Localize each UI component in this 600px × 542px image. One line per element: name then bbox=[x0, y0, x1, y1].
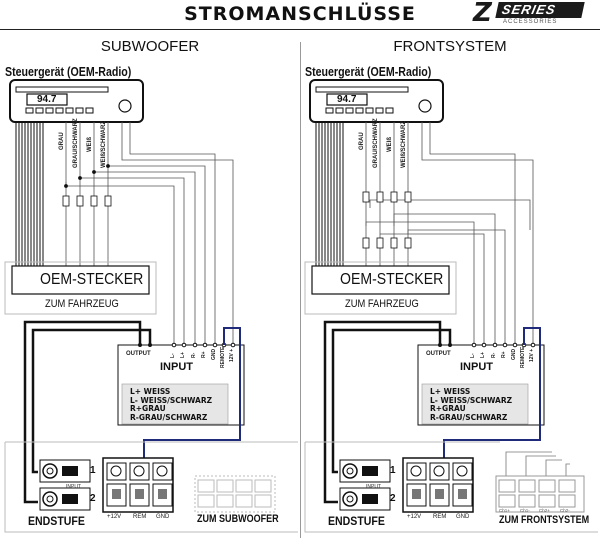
zseries-logo: Z SERIES ACCESSORIES bbox=[473, 0, 585, 28]
channel-1-label: 1 bbox=[390, 465, 396, 476]
wire-harness bbox=[15, 122, 44, 266]
pin-remote: REMOTE bbox=[220, 346, 226, 368]
oem-connector-title: OEM-STECKER bbox=[340, 271, 444, 288]
signal-wires bbox=[365, 122, 534, 345]
wire-label-weiss: WEIß bbox=[87, 137, 93, 152]
head-unit bbox=[309, 79, 444, 123]
pin-gnd: GND bbox=[511, 348, 517, 360]
output-cables bbox=[323, 320, 452, 504]
legend-line: R-GRAU/SCHWARZ bbox=[430, 412, 508, 422]
rca-input-label: INPUT bbox=[366, 484, 381, 490]
pin-r-plus: R+ bbox=[501, 351, 507, 358]
radio-label: Steuergerät (OEM-Radio) bbox=[305, 65, 432, 79]
terminal-12v-label: +12V bbox=[107, 514, 122, 520]
wire-label-weiss-schwarz: WEIß/SCHWARZ bbox=[401, 121, 407, 168]
pin-12v: 12V + bbox=[529, 348, 535, 362]
speaker-terminals-ghost bbox=[194, 475, 276, 513]
pin-l-minus: L- bbox=[170, 353, 176, 358]
radio-label: Steuergerät (OEM-Radio) bbox=[5, 65, 132, 79]
pin-12v: 12V + bbox=[229, 348, 235, 362]
remote-wire bbox=[443, 327, 541, 474]
pin-l-plus: L+ bbox=[180, 352, 186, 358]
legend-line: L- WEISS/SCHWARZ bbox=[130, 395, 213, 405]
pin-r-plus: R+ bbox=[201, 351, 207, 358]
amplifier bbox=[304, 441, 598, 533]
amp-input-box bbox=[117, 342, 245, 426]
legend-line: R-GRAU/SCHWARZ bbox=[130, 412, 208, 422]
oem-connector-sub: ZUM FAHRZEUG bbox=[345, 298, 419, 310]
terminal-rem-label: REM bbox=[433, 514, 447, 520]
pin-gnd: GND bbox=[211, 348, 217, 360]
terminal-gnd-label: GND bbox=[456, 514, 470, 520]
radio-frequency: 94.7 bbox=[37, 94, 57, 105]
subwoofer-wiring-diagram bbox=[4, 79, 298, 533]
output-label: OUTPUT bbox=[426, 351, 451, 357]
panel-divider bbox=[300, 42, 301, 538]
logo-accessories: ACCESSORIES bbox=[503, 19, 558, 25]
speaker-lead-wires bbox=[505, 451, 570, 478]
amp-input-box bbox=[417, 342, 545, 426]
oem-connector bbox=[304, 261, 457, 315]
oem-connector-title: OEM-STECKER bbox=[40, 271, 144, 288]
terminal-rem-label: REM bbox=[133, 514, 147, 520]
tap-connectors bbox=[62, 164, 112, 207]
pin-r-minus: R- bbox=[491, 352, 497, 358]
oem-connector bbox=[4, 261, 157, 315]
amplifier-label: ENDSTUFE bbox=[328, 514, 385, 528]
header: STROMANSCHLÜSSE Z SERIES ACCESSORIES bbox=[0, 0, 600, 30]
header-rule bbox=[0, 29, 600, 30]
subwoofer-title: SUBWOOFER bbox=[100, 38, 200, 55]
speaker-terminals bbox=[495, 475, 585, 513]
amplifier bbox=[4, 441, 298, 533]
terminal-12v-label: +12V bbox=[407, 514, 422, 520]
zum-frontsystem-label: ZUM FRONTSYSTEM bbox=[499, 514, 590, 526]
wire-label-grau-schwarz: GRAU/SCHWARZ bbox=[73, 118, 79, 168]
zum-subwoofer-label: ZUM SUBWOOFER bbox=[197, 513, 279, 525]
pin-l-minus: L- bbox=[470, 353, 476, 358]
channel-2-label: 2 bbox=[390, 493, 396, 504]
wire-label-grau-schwarz: GRAU/SCHWARZ bbox=[373, 118, 379, 168]
legend-line: L+ WEISS bbox=[130, 387, 171, 396]
pin-l-plus: L+ bbox=[480, 352, 486, 358]
wire-harness bbox=[315, 122, 344, 266]
pin-remote: REMOTE bbox=[520, 346, 526, 368]
frontsystem-panel: FRONTSYSTEM Steuergerät (OEM-Radio) 94.7… bbox=[300, 0, 600, 542]
terminal-gnd-label: GND bbox=[156, 514, 170, 520]
tap-connectors bbox=[362, 191, 412, 249]
radio-frequency: 94.7 bbox=[337, 94, 357, 105]
rca-input-label: INPUT bbox=[66, 484, 81, 490]
wire-label-grau: GRAU bbox=[59, 132, 65, 150]
speaker-ch1-minus: Ch1- bbox=[520, 508, 530, 513]
wire-label-weiss-schwarz: WEIß/SCHWARZ bbox=[101, 121, 107, 168]
frontsystem-title: FRONTSYSTEM bbox=[393, 38, 507, 55]
page-title: STROMANSCHLÜSSE bbox=[184, 3, 416, 25]
legend-line: R+GRAU bbox=[130, 404, 166, 414]
channel-2-label: 2 bbox=[90, 493, 96, 504]
legend-line: R+GRAU bbox=[430, 404, 466, 414]
wire-label-weiss: WEIß bbox=[387, 137, 393, 152]
frontsystem-wiring-diagram bbox=[304, 79, 598, 533]
pin-r-minus: R- bbox=[191, 352, 197, 358]
subwoofer-panel: SUBWOOFER Steuergerät (OEM-Radio) 94.7 G… bbox=[4, 38, 298, 533]
amplifier-label: ENDSTUFE bbox=[28, 514, 85, 528]
speaker-ch1-plus: Ch1+ bbox=[499, 508, 510, 513]
output-label: OUTPUT bbox=[126, 351, 151, 357]
input-label: INPUT bbox=[160, 361, 193, 373]
legend-line: L+ WEISS bbox=[430, 387, 471, 396]
speaker-ch2-minus: Ch2- bbox=[560, 508, 570, 513]
output-cables bbox=[23, 320, 152, 504]
input-label: INPUT bbox=[460, 361, 493, 373]
oem-connector-sub: ZUM FAHRZEUG bbox=[45, 298, 119, 310]
legend-line: L- WEISS/SCHWARZ bbox=[430, 395, 513, 405]
wire-label-grau: GRAU bbox=[359, 132, 365, 150]
head-unit bbox=[9, 79, 144, 123]
signal-wires bbox=[65, 122, 234, 345]
logo-z: Z bbox=[473, 0, 492, 28]
remote-wire bbox=[143, 327, 241, 474]
speaker-ch2-plus: Ch2+ bbox=[539, 508, 550, 513]
channel-1-label: 1 bbox=[90, 465, 96, 476]
